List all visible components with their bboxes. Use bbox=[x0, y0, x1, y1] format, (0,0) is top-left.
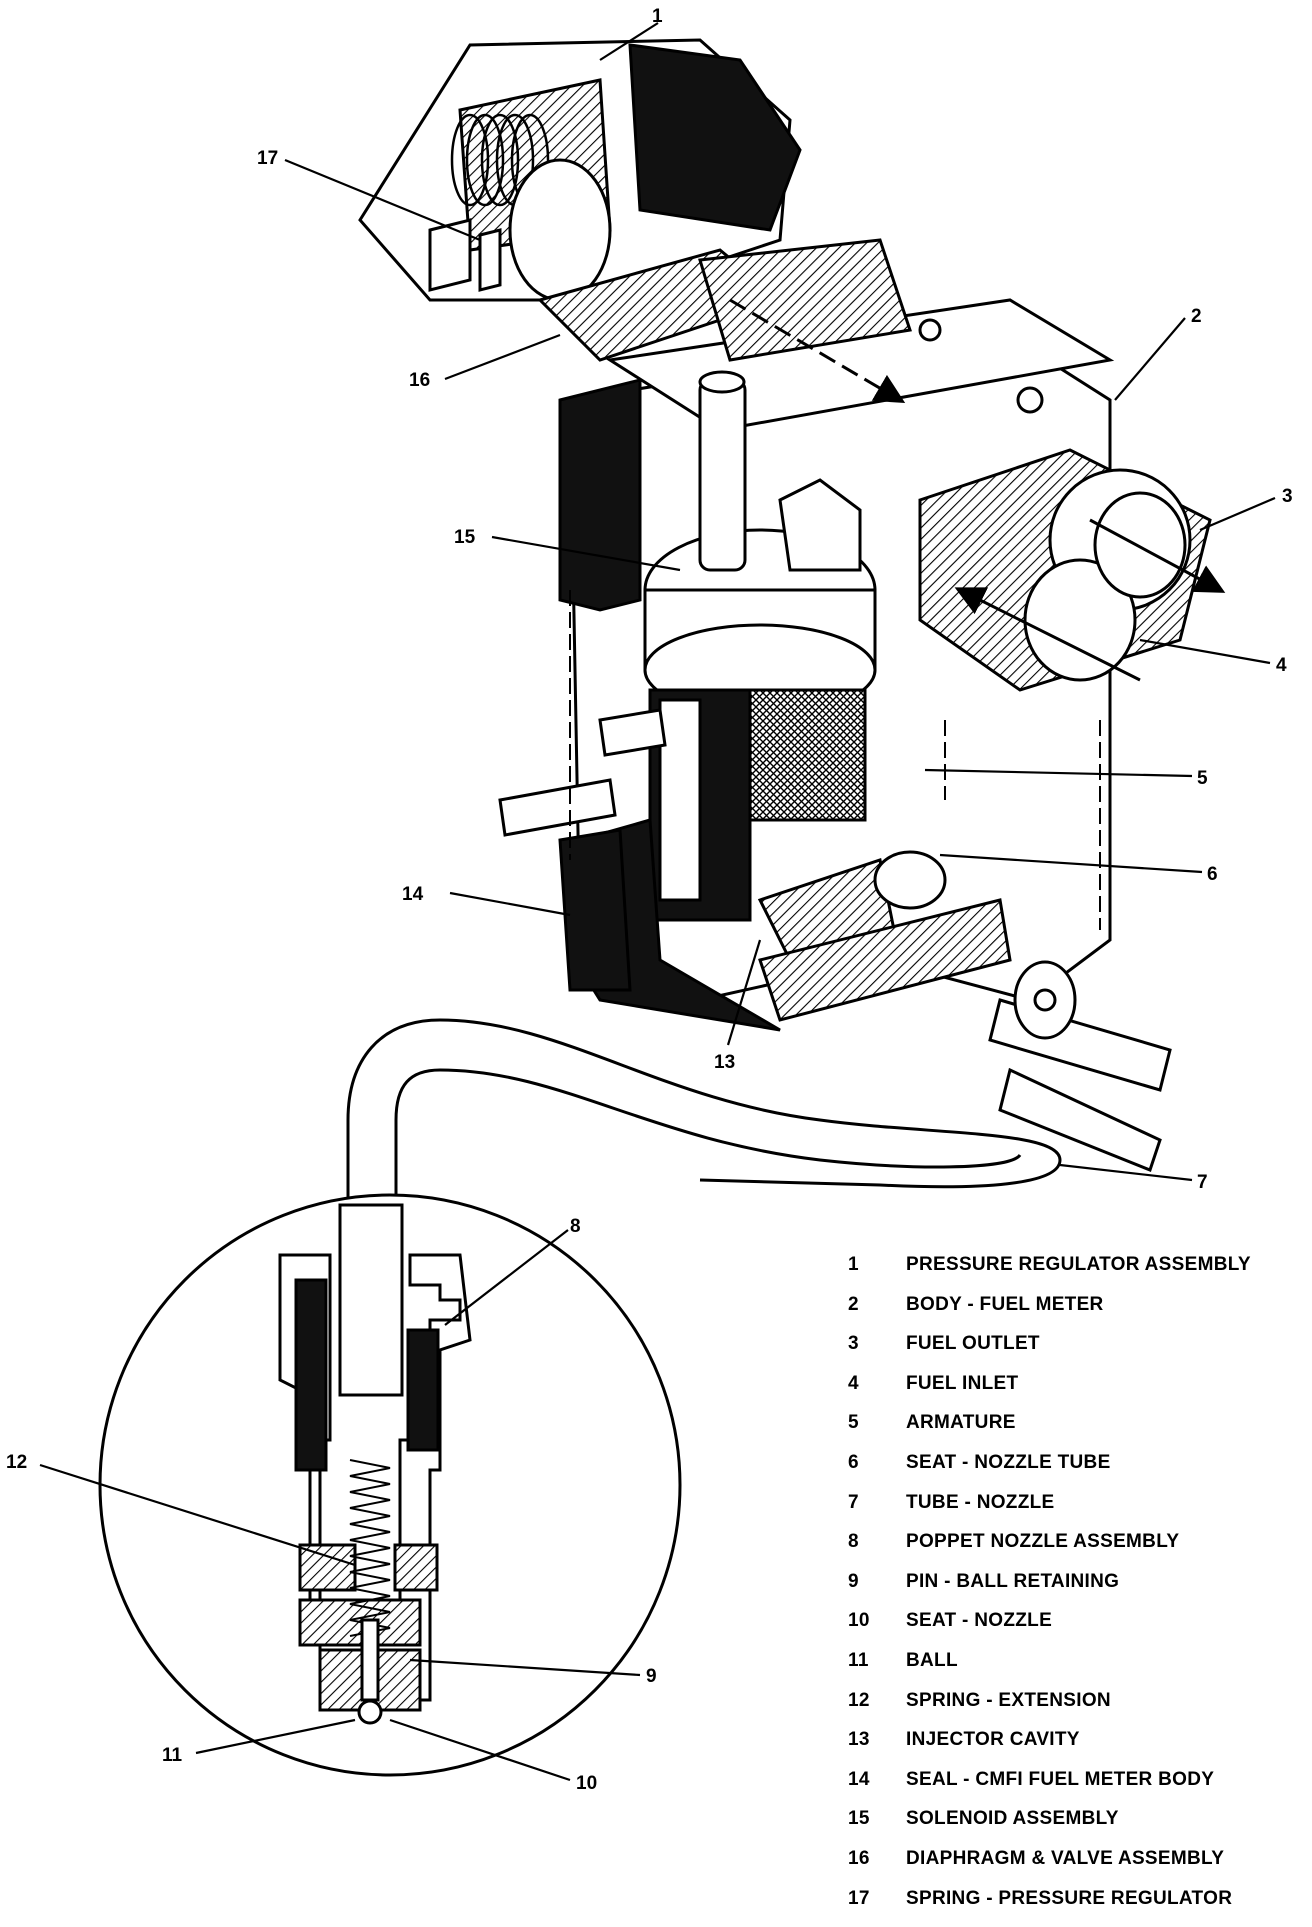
poppet-nozzle-detail bbox=[100, 1195, 680, 1775]
legend-label: POPPET NOZZLE ASSEMBLY bbox=[906, 1531, 1179, 1553]
legend-number: 13 bbox=[848, 1729, 906, 1751]
legend-label: SEAT - NOZZLE TUBE bbox=[906, 1452, 1111, 1474]
legend-number: 8 bbox=[848, 1531, 906, 1553]
callout-3: 3 bbox=[1282, 486, 1293, 507]
legend-label: DIAPHRAGM & VALVE ASSEMBLY bbox=[906, 1848, 1224, 1870]
callout-6: 6 bbox=[1207, 864, 1218, 885]
legend-number: 11 bbox=[848, 1650, 906, 1672]
legend-number: 4 bbox=[848, 1373, 906, 1395]
callout-8: 8 bbox=[570, 1216, 581, 1237]
callout-15: 15 bbox=[454, 527, 476, 548]
legend-number: 17 bbox=[848, 1888, 906, 1910]
legend-label: PIN - BALL RETAINING bbox=[906, 1571, 1119, 1593]
legend-number: 10 bbox=[848, 1610, 906, 1632]
nozzle-tube bbox=[348, 1020, 1060, 1210]
callout-16: 16 bbox=[409, 370, 430, 391]
legend-label: TUBE - NOZZLE bbox=[906, 1492, 1055, 1514]
legend-label: FUEL OUTLET bbox=[906, 1333, 1040, 1355]
legend-number: 7 bbox=[848, 1492, 906, 1514]
legend-label: BALL bbox=[906, 1650, 958, 1672]
legend-number: 15 bbox=[848, 1808, 906, 1830]
callout-2: 2 bbox=[1191, 306, 1202, 327]
legend-number: 16 bbox=[848, 1848, 906, 1870]
legend-label: ARMATURE bbox=[906, 1412, 1016, 1434]
legend-number: 14 bbox=[848, 1769, 906, 1791]
legend-number: 12 bbox=[848, 1690, 906, 1712]
legend-number: 1 bbox=[848, 1254, 906, 1276]
legend-label: SPRING - EXTENSION bbox=[906, 1690, 1111, 1712]
legend-label: SEAL - CMFI FUEL METER BODY bbox=[906, 1769, 1214, 1791]
legend-label: SEAT - NOZZLE bbox=[906, 1610, 1052, 1632]
legend-label: SOLENOID ASSEMBLY bbox=[906, 1808, 1119, 1830]
legend-number: 3 bbox=[848, 1333, 906, 1355]
legend-label: PRESSURE REGULATOR ASSEMBLY bbox=[906, 1254, 1251, 1276]
callout-4: 4 bbox=[1276, 655, 1287, 676]
legend-label: BODY - FUEL METER bbox=[906, 1294, 1104, 1316]
legend-number: 9 bbox=[848, 1571, 906, 1593]
legend-number: 5 bbox=[848, 1412, 906, 1434]
legend-number: 6 bbox=[848, 1452, 906, 1474]
callout-9: 9 bbox=[646, 1666, 657, 1687]
callout-7: 7 bbox=[1197, 1172, 1208, 1193]
legend-label: SPRING - PRESSURE REGULATOR bbox=[906, 1888, 1232, 1910]
callout-1: 1 bbox=[652, 6, 663, 27]
callout-5: 5 bbox=[1197, 768, 1208, 789]
callout-14: 14 bbox=[402, 884, 424, 905]
callout-10: 10 bbox=[576, 1773, 597, 1794]
callout-17: 17 bbox=[257, 148, 278, 169]
legend-number: 2 bbox=[848, 1294, 906, 1316]
callout-11: 11 bbox=[162, 1745, 183, 1766]
callout-13: 13 bbox=[714, 1052, 735, 1073]
legend-label: INJECTOR CAVITY bbox=[906, 1729, 1080, 1751]
callout-12: 12 bbox=[6, 1452, 27, 1473]
legend-label: FUEL INLET bbox=[906, 1373, 1018, 1395]
